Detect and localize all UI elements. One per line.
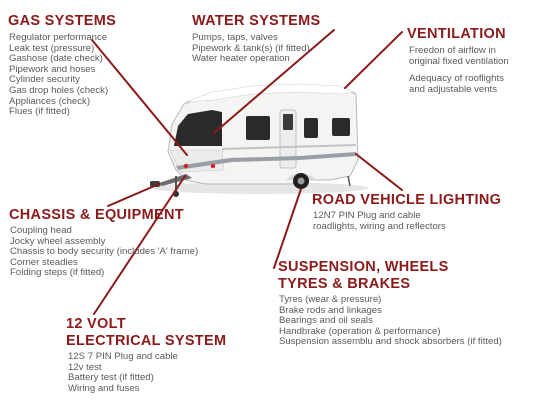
list-item: Battery test (if fitted) — [68, 372, 154, 384]
connector-road-lighting — [355, 153, 403, 191]
list-item: original fixed ventilation — [409, 55, 509, 67]
suspension-list: Tyres (wear & pressure) Brake rods and l… — [279, 294, 502, 348]
electrical-heading-line-1: 12 VOLT — [66, 316, 126, 332]
connector-chassis — [107, 183, 160, 207]
list-item: Tyres (wear & pressure) — [279, 294, 382, 305]
electrical-system-heading: 12 VOLT ELECTRICAL SYSTEM — [66, 316, 226, 350]
list-item: Water heater operation — [192, 53, 290, 65]
list-item: Chassis to body security (includes 'A' f… — [10, 246, 199, 258]
list-item: 12v test — [68, 361, 102, 373]
suspension-heading-line-1: SUSPENSION, WHEELS — [278, 259, 449, 275]
caravan-stripe-2 — [222, 144, 356, 150]
caravan-stripe — [176, 152, 356, 170]
caravan-door-window — [283, 114, 293, 130]
list-item: Appliances (check) — [9, 95, 91, 107]
list-item: Flues (if fitted) — [9, 106, 70, 118]
list-item: Coupling head — [10, 225, 72, 236]
gas-systems-heading: GAS SYSTEMS — [8, 13, 117, 29]
connector-gas — [91, 39, 188, 156]
electrical-heading-line-2: ELECTRICAL SYSTEM — [66, 333, 227, 349]
list-item: Cylinder security — [9, 74, 80, 86]
connector-ventilation — [344, 31, 403, 89]
caravan-front-light-2 — [210, 163, 216, 169]
electrical-system-list: 12S 7 PIN Plug and cable 12v test Batter… — [68, 351, 178, 394]
list-item: Pipework and hoses — [9, 63, 96, 75]
ventilation-heading: VENTILATION — [407, 26, 506, 42]
list-item: and adjustable vents — [409, 83, 498, 95]
chassis-equipment-heading: CHASSIS & EQUIPMENT — [9, 207, 184, 223]
road-vehicle-lighting-heading: ROAD VEHICLE LIGHTING — [312, 192, 502, 208]
list-item: Gashose (date check) — [9, 53, 103, 65]
suspension-heading-line-2: TYRES & BRAKES — [278, 276, 411, 292]
list-item: Adequacy of rooflights — [409, 73, 504, 85]
list-item: Bearings and oil seals — [279, 315, 373, 327]
list-item: Regulator performance — [9, 32, 108, 43]
suspension-heading: SUSPENSION, WHEELS TYRES & BRAKES — [278, 259, 449, 293]
chassis-equipment-list: Coupling head Jocky wheel assembly Chass… — [10, 225, 199, 279]
list-item: Corner steadies — [10, 256, 78, 268]
caravan-front-light — [183, 163, 189, 169]
caravan-front-window — [174, 110, 222, 146]
water-systems-heading: WATER SYSTEMS — [192, 13, 321, 29]
list-item: Folding steps (if fitted) — [10, 267, 105, 279]
list-item: Handbrake (operation & performance) — [279, 325, 441, 337]
caravan-wheel-hub — [297, 177, 305, 185]
list-item: 12N7 PIN Plug and cable — [313, 210, 421, 221]
list-item: Pipework & tank(s) (if fitted) — [192, 42, 310, 54]
connector-water — [213, 29, 335, 134]
list-item: Suspension assemblu and shock absorbers … — [279, 336, 502, 348]
connector-lines — [91, 29, 403, 315]
water-systems-list: Pumps, taps, valves Pipework & tank(s) (… — [192, 32, 310, 65]
caravan-side-window-3 — [332, 118, 350, 136]
caravan-side-window-2 — [304, 118, 318, 138]
caravan-roof — [185, 83, 356, 103]
list-item: Wiring and fuses — [68, 382, 140, 394]
list-item: Pumps, taps, valves — [192, 32, 278, 43]
caravan-a-frame — [156, 174, 192, 186]
list-item: Freedon of airflow in — [409, 45, 496, 56]
road-vehicle-lighting-list: 12N7 PIN Plug and cable roadlights, wiri… — [313, 210, 446, 232]
caravan-illustration — [150, 83, 359, 197]
caravan-corner-steady — [347, 175, 351, 187]
connector-electrical — [93, 175, 186, 315]
caravan-shadow — [152, 182, 368, 194]
list-item: roadlights, wiring and reflectors — [313, 220, 446, 232]
list-item: Gas drop holes (check) — [9, 84, 109, 96]
list-item: Brake rods and linkages — [279, 304, 382, 316]
gas-systems-list: Regulator performance Leak test (pressur… — [9, 32, 109, 118]
connector-suspension — [273, 188, 302, 269]
list-item: Jocky wheel assembly — [10, 235, 106, 247]
list-item: Leak test (pressure) — [9, 42, 95, 54]
ventilation-list: Freedon of airflow in original fixed ven… — [409, 45, 509, 95]
caravan-side-window-1 — [246, 116, 270, 140]
list-item: 12S 7 PIN Plug and cable — [68, 351, 178, 362]
